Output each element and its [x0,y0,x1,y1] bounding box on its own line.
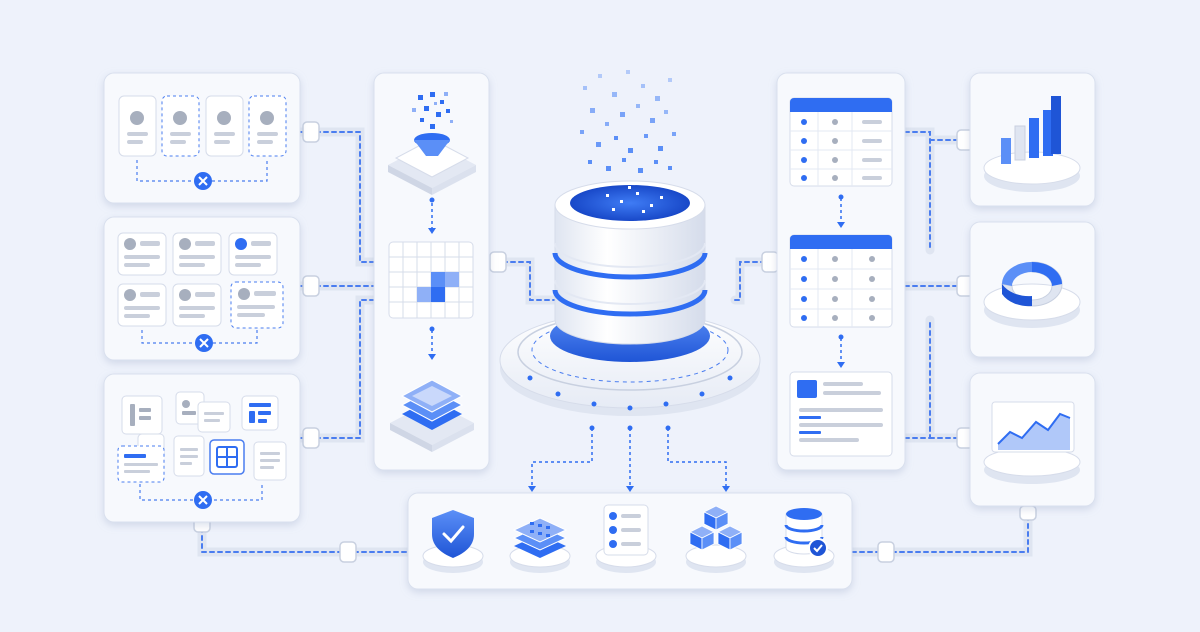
mixed-documents-icon [117,391,287,501]
area-chart-icon [983,401,1081,484]
data-particles [580,70,676,173]
funnel-icon [388,92,476,195]
grid-icon [388,241,474,319]
x-circle-icon [195,334,213,352]
database-cylinder-icon [499,70,761,416]
shield-check-icon [422,510,484,573]
cubes-icon [685,505,747,573]
table-icon [789,234,893,328]
x-circle-icon [194,491,212,509]
profile-list-icon [117,232,284,344]
bar-chart-icon [983,96,1081,192]
database-check-icon [773,508,835,573]
checklist-icon [595,504,657,573]
layers-grid-icon [509,517,571,573]
right-output-panels [969,72,1096,507]
layers-icon [390,379,474,452]
left-source-panels [103,72,301,523]
bottom-services-panel [407,492,853,590]
left-pipeline-panel [373,72,490,471]
donut-chart-icon [983,261,1081,328]
database-output-arrows [531,428,727,488]
table-icon [789,97,893,187]
x-circle-icon [194,172,212,190]
right-table-panel [776,72,906,471]
document-list-icon [789,371,893,457]
